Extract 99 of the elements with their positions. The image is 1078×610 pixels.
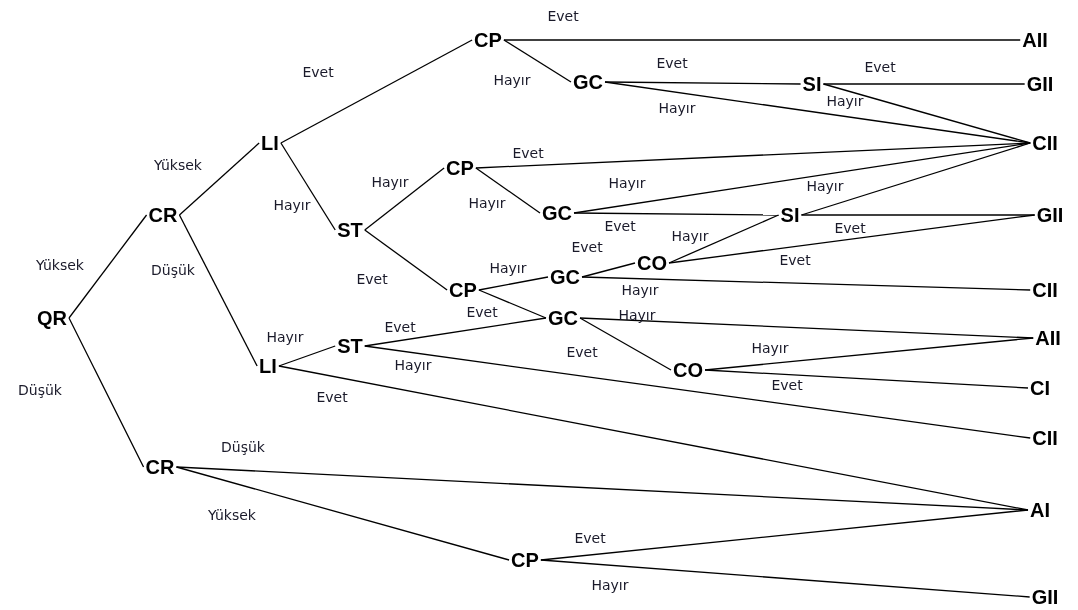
connector-line xyxy=(573,212,780,216)
connector-line xyxy=(280,142,336,231)
edge-label: Hayır xyxy=(751,340,789,356)
edge-label: Evet xyxy=(771,377,803,393)
connector-line xyxy=(604,81,802,85)
edge-label: Hayır xyxy=(608,175,646,191)
connector-line xyxy=(503,39,1021,41)
connector-line xyxy=(68,317,145,468)
edge-label: Hayır xyxy=(273,197,311,213)
edge-label: Hayır xyxy=(826,93,864,109)
edge-label: Hayır xyxy=(618,307,656,323)
edge-label: Yüksek xyxy=(208,507,256,523)
edge-label: Hayır xyxy=(489,260,527,276)
edge-label: Evet xyxy=(384,319,416,335)
connector-line xyxy=(175,466,1029,511)
decision-node-label: CO xyxy=(635,252,669,274)
decision-node-label: CII xyxy=(1030,279,1060,301)
decision-node-label: SI xyxy=(778,204,802,226)
connector-line xyxy=(364,229,448,291)
connector-line xyxy=(175,466,510,561)
edge-label: Hayır xyxy=(671,228,709,244)
connector-line xyxy=(178,214,258,367)
decision-node-label: GC xyxy=(546,307,580,329)
decision-node-label: CP xyxy=(472,29,504,51)
connector-line xyxy=(579,317,1034,339)
connector-line xyxy=(704,369,1029,389)
connector-line xyxy=(822,83,1026,85)
connector-line xyxy=(668,214,780,264)
decision-node-label: GII xyxy=(1024,73,1056,95)
edge-label: Hayır xyxy=(371,174,409,190)
edge-label: Evet xyxy=(356,271,388,287)
decision-node-label: LI xyxy=(257,355,279,377)
connector-line xyxy=(278,345,336,367)
decision-node-label: CP xyxy=(447,279,479,301)
connector-line xyxy=(668,214,1036,264)
connector-line xyxy=(364,167,445,231)
connector-line xyxy=(178,142,260,216)
edge-label: Hayır xyxy=(621,282,659,298)
decision-node-label: CP xyxy=(509,549,541,571)
decision-node-label: GII xyxy=(1029,586,1061,608)
edge-label: Evet xyxy=(834,220,866,236)
decision-node-label: LI xyxy=(259,132,281,154)
connector-line xyxy=(503,39,572,83)
edge-label: Hayır xyxy=(266,329,304,345)
decision-node-label: CII xyxy=(1030,427,1060,449)
connector-line xyxy=(478,289,547,319)
connector-line xyxy=(364,317,547,347)
decision-node-label: AII xyxy=(1020,29,1050,51)
edge-label: Evet xyxy=(574,530,606,546)
edge-label: Evet xyxy=(779,252,811,268)
connector-line xyxy=(364,345,1031,439)
edge-label: Evet xyxy=(512,145,544,161)
connector-line xyxy=(579,317,672,371)
decision-node-label: GII xyxy=(1034,204,1066,226)
edge-label: Hayır xyxy=(468,195,506,211)
edge-label: Hayır xyxy=(493,72,531,88)
edge-label: Evet xyxy=(864,59,896,75)
edge-label: Hayır xyxy=(658,100,696,116)
connector-line xyxy=(478,276,549,291)
edge-label: Evet xyxy=(571,239,603,255)
decision-node-label: SI xyxy=(800,73,824,95)
connector-line xyxy=(581,276,1031,291)
edge-label: Hayır xyxy=(591,577,629,593)
edge-label: Evet xyxy=(302,64,334,80)
connector-line xyxy=(540,559,1031,598)
decision-node-label: CP xyxy=(444,157,476,179)
edge-label: Düşük xyxy=(221,439,265,455)
decision-node-label: CR xyxy=(146,204,180,226)
decision-node-label: GC xyxy=(540,202,574,224)
decision-node-label: GC xyxy=(571,71,605,93)
decision-node-label: GC xyxy=(548,266,582,288)
edge-label: Evet xyxy=(656,55,688,71)
decision-node-label: CII xyxy=(1030,132,1060,154)
decision-node-label: AII xyxy=(1033,327,1063,349)
connector-line xyxy=(573,142,1031,214)
decision-node-label: CO xyxy=(671,359,705,381)
edge-label: Evet xyxy=(604,218,636,234)
edge-label: Evet xyxy=(316,389,348,405)
edge-label: Hayır xyxy=(394,357,432,373)
connector-line xyxy=(540,509,1029,561)
edge-label: Düşük xyxy=(18,382,62,398)
decision-node-label: CR xyxy=(143,456,177,478)
edge-label: Yüksek xyxy=(154,157,202,173)
decision-node-label: ST xyxy=(335,335,365,357)
edge-label: Evet xyxy=(466,304,498,320)
decision-node-label: AI xyxy=(1028,499,1052,521)
edge-label: Düşük xyxy=(151,262,195,278)
edge-label: Evet xyxy=(566,344,598,360)
connector-line xyxy=(68,214,148,319)
connector-line xyxy=(280,39,473,144)
edge-label: Hayır xyxy=(806,178,844,194)
edge-label: Yüksek xyxy=(36,257,84,273)
connector-line xyxy=(475,167,541,214)
edge-label: Evet xyxy=(547,8,579,24)
decision-node-label: ST xyxy=(335,219,365,241)
decision-node-label: QR xyxy=(35,307,69,329)
connector-line xyxy=(475,142,1031,169)
decision-node-label: CI xyxy=(1028,377,1052,399)
connector-line xyxy=(800,214,1036,216)
